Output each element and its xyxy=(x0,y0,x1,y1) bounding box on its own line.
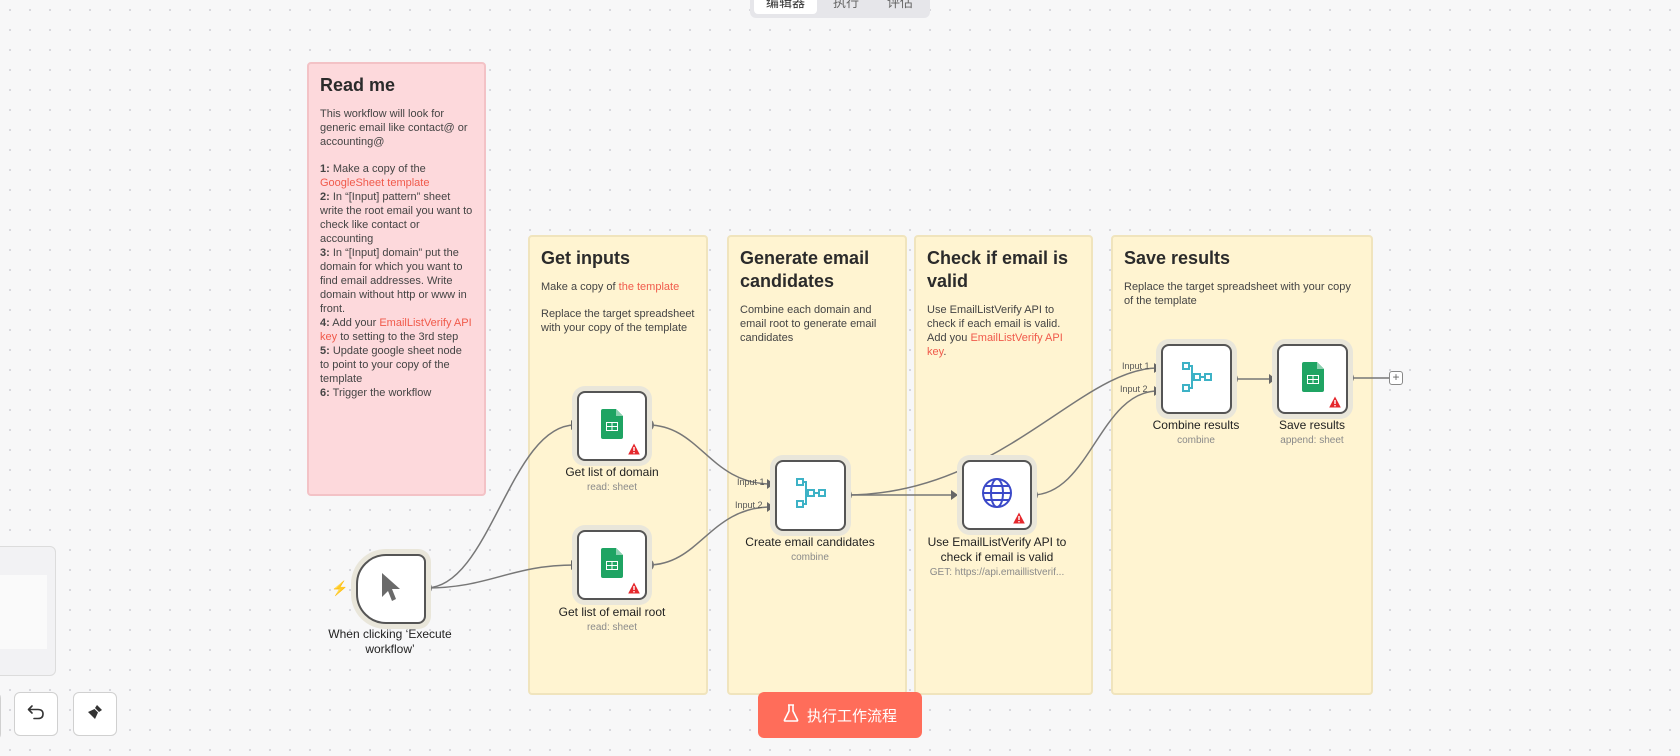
flask-icon xyxy=(783,704,799,726)
sticky-note-get-inputs[interactable]: Get inputs Make a copy of the template R… xyxy=(528,235,708,695)
node-subtitle: append: sheet xyxy=(1280,435,1344,446)
template-link[interactable]: the template xyxy=(618,281,680,293)
sticky-title: Read me xyxy=(320,75,396,95)
connection-line xyxy=(425,564,576,589)
node-label: Create email candidates xyxy=(745,535,875,549)
sticky-note-readme[interactable]: Read me This workflow will look for gene… xyxy=(307,62,486,496)
sticky-body: Replace the target spreadsheet with your… xyxy=(1124,281,1351,307)
tab-evaluations[interactable]: 评估 xyxy=(887,0,914,10)
readme-step-6: 6: Trigger the workflow xyxy=(320,387,432,399)
sticky-title: Get inputs xyxy=(541,248,630,268)
readme-step-4: 4: Add your EmailListVerify API key to s… xyxy=(320,317,472,343)
side-panel-content xyxy=(0,575,47,649)
connection-line xyxy=(647,506,772,566)
node-subtitle: read: sheet xyxy=(586,622,638,633)
node-subtitle: read: sheet xyxy=(586,482,638,493)
tab-executions[interactable]: 执行 xyxy=(833,0,860,10)
trigger-bolt-icon: ⚡ xyxy=(331,580,349,596)
merge-icon xyxy=(795,477,826,514)
readme-step-3: 3: In “[Input] domain” put the domain fo… xyxy=(320,247,467,315)
connection-line xyxy=(845,367,1159,496)
node-label: Combine results xyxy=(1152,418,1240,432)
api-key-link[interactable]: EmailListVerify API key xyxy=(320,317,472,343)
warning-icon xyxy=(628,582,640,594)
merge-icon xyxy=(1181,361,1212,398)
broom-icon xyxy=(86,703,104,726)
input-2-label: Input 2 xyxy=(735,500,763,510)
input-1-label: Input 1 xyxy=(737,477,765,487)
sticky-title: Check if email is valid xyxy=(927,248,1069,291)
tab-editor[interactable]: 编辑器 xyxy=(754,0,818,14)
execute-workflow-button[interactable]: 执行工作流程 xyxy=(758,692,922,738)
node-save-results[interactable] xyxy=(1277,344,1348,414)
undo-icon xyxy=(27,703,45,726)
node-get-list-of-email-root[interactable] xyxy=(577,530,647,600)
connection-line xyxy=(425,424,576,589)
node-subtitle: combine xyxy=(1177,435,1215,446)
sticky-body: Replace the target spreadsheet with your… xyxy=(541,308,695,334)
connection-line xyxy=(647,424,772,485)
connection-line xyxy=(1031,390,1159,496)
view-tabs: 编辑器 执行 评估 xyxy=(750,0,930,18)
sticky-body: Combine each domain and email root to ge… xyxy=(740,304,877,344)
sticky-body: Use EmailListVerify API to check if each… xyxy=(927,304,1061,330)
node-combine-results[interactable] xyxy=(1161,344,1232,414)
sticky-title: Save results xyxy=(1124,248,1231,268)
sticky-note-check[interactable]: Check if email is valid Use EmailListVer… xyxy=(914,235,1093,695)
node-get-list-of-domain[interactable] xyxy=(577,391,647,461)
node-subtitle: combine xyxy=(791,552,829,563)
google-sheets-icon xyxy=(601,408,623,444)
node-subtitle: GET: https://api.emaillistverif... xyxy=(929,567,1065,578)
node-label: Save results xyxy=(1278,418,1346,432)
globe-icon xyxy=(981,477,1013,514)
readme-step-2: 2: In “[Input] pattern” sheet write the … xyxy=(320,191,473,245)
warning-icon xyxy=(1329,396,1341,408)
side-panel xyxy=(0,546,56,676)
node-create-email-candidates[interactable] xyxy=(775,460,846,531)
input-2-label: Input 2 xyxy=(1120,384,1148,394)
node-manual-trigger[interactable] xyxy=(356,554,426,624)
node-emaillistverify-request[interactable] xyxy=(962,460,1032,530)
undo-button[interactable] xyxy=(14,692,58,736)
sticky-note-save[interactable]: Save results Replace the target spreadsh… xyxy=(1111,235,1373,695)
api-key-link[interactable]: EmailListVerify API key xyxy=(927,332,1063,358)
input-1-label: Input 1 xyxy=(1122,361,1150,371)
warning-icon xyxy=(1013,512,1025,524)
google-sheets-icon xyxy=(601,547,623,583)
googlesheet-template-link[interactable]: GoogleSheet template xyxy=(320,177,430,189)
zoom-control-edge[interactable] xyxy=(0,692,1,740)
node-label: Use EmailListVerify API to check if emai… xyxy=(927,535,1067,564)
add-node-plus-icon[interactable]: + xyxy=(1389,371,1403,385)
execute-workflow-label: 执行工作流程 xyxy=(806,707,897,725)
node-label: When clicking ‘Execute workflow’ xyxy=(328,627,452,656)
google-sheets-icon xyxy=(1301,361,1324,397)
sticky-title: Generate email candidates xyxy=(740,248,870,291)
cursor-icon xyxy=(378,571,404,608)
node-label: Get list of domain xyxy=(565,465,659,479)
clear-execution-button[interactable] xyxy=(73,692,117,736)
sticky-intro: This workflow will look for generic emai… xyxy=(320,108,468,148)
node-label: Get list of email root xyxy=(558,605,666,619)
readme-step-5: 5: Update google sheet node to point to … xyxy=(320,345,462,385)
warning-icon xyxy=(628,443,640,455)
